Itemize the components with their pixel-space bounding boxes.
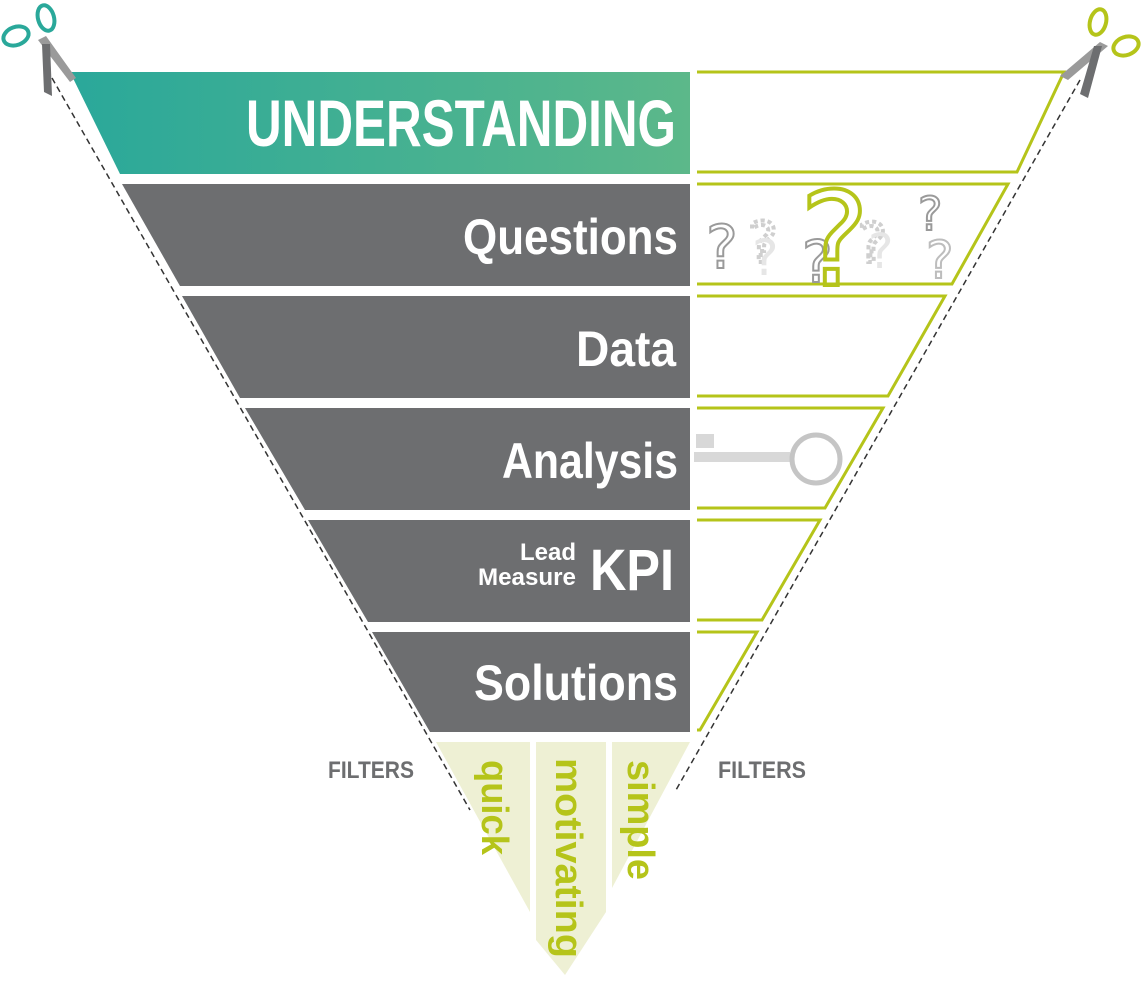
svg-text:?: ? — [706, 213, 738, 283]
band-sublabel-lead: Lead — [520, 539, 576, 566]
filter-motivating-shape — [536, 742, 606, 975]
svg-text:?: ? — [752, 229, 779, 287]
band-analysis — [245, 408, 690, 510]
right-cut-line — [675, 79, 1081, 791]
filter-quick-shape — [436, 742, 530, 912]
band-label-questions: Questions — [463, 209, 678, 265]
band-solutions — [372, 632, 690, 732]
svg-text:?: ? — [868, 224, 893, 280]
svg-text:?: ? — [858, 212, 887, 275]
key-icon — [694, 432, 843, 486]
svg-text:?: ? — [800, 164, 869, 316]
filters-label-right: FILTERS — [718, 757, 806, 784]
svg-text:?: ? — [748, 211, 778, 276]
scissors-icon-right — [1060, 7, 1141, 98]
svg-text:?: ? — [802, 228, 833, 296]
filter-word-simple: simple — [619, 760, 661, 880]
band-understanding — [70, 72, 690, 174]
band-label-analysis: Analysis — [502, 433, 678, 489]
right-outline-bands — [697, 70, 1067, 732]
filter-simple-shape — [612, 742, 690, 888]
filter-word-quick: quick — [473, 760, 515, 856]
filter-word-motivating: motivating — [547, 758, 589, 958]
band-kpi — [308, 520, 690, 622]
svg-text:?: ? — [926, 231, 954, 291]
svg-text:?: ? — [918, 187, 942, 241]
scissors-icon-left — [1, 3, 76, 96]
filters-label-left: FILTERS — [328, 757, 414, 784]
band-data — [182, 296, 690, 398]
band-label-solutions: Solutions — [474, 655, 678, 711]
left-cut-line — [51, 77, 471, 811]
question-marks-icon: ? ? ? ? ? ? ? ? ? — [705, 162, 955, 318]
band-questions — [122, 184, 690, 286]
band-label-kpi: KPI — [590, 538, 674, 603]
band-sublabel-measure: Measure — [478, 564, 576, 591]
band-label-data: Data — [576, 321, 677, 377]
band-label-understanding: UNDERSTANDING — [246, 86, 676, 160]
